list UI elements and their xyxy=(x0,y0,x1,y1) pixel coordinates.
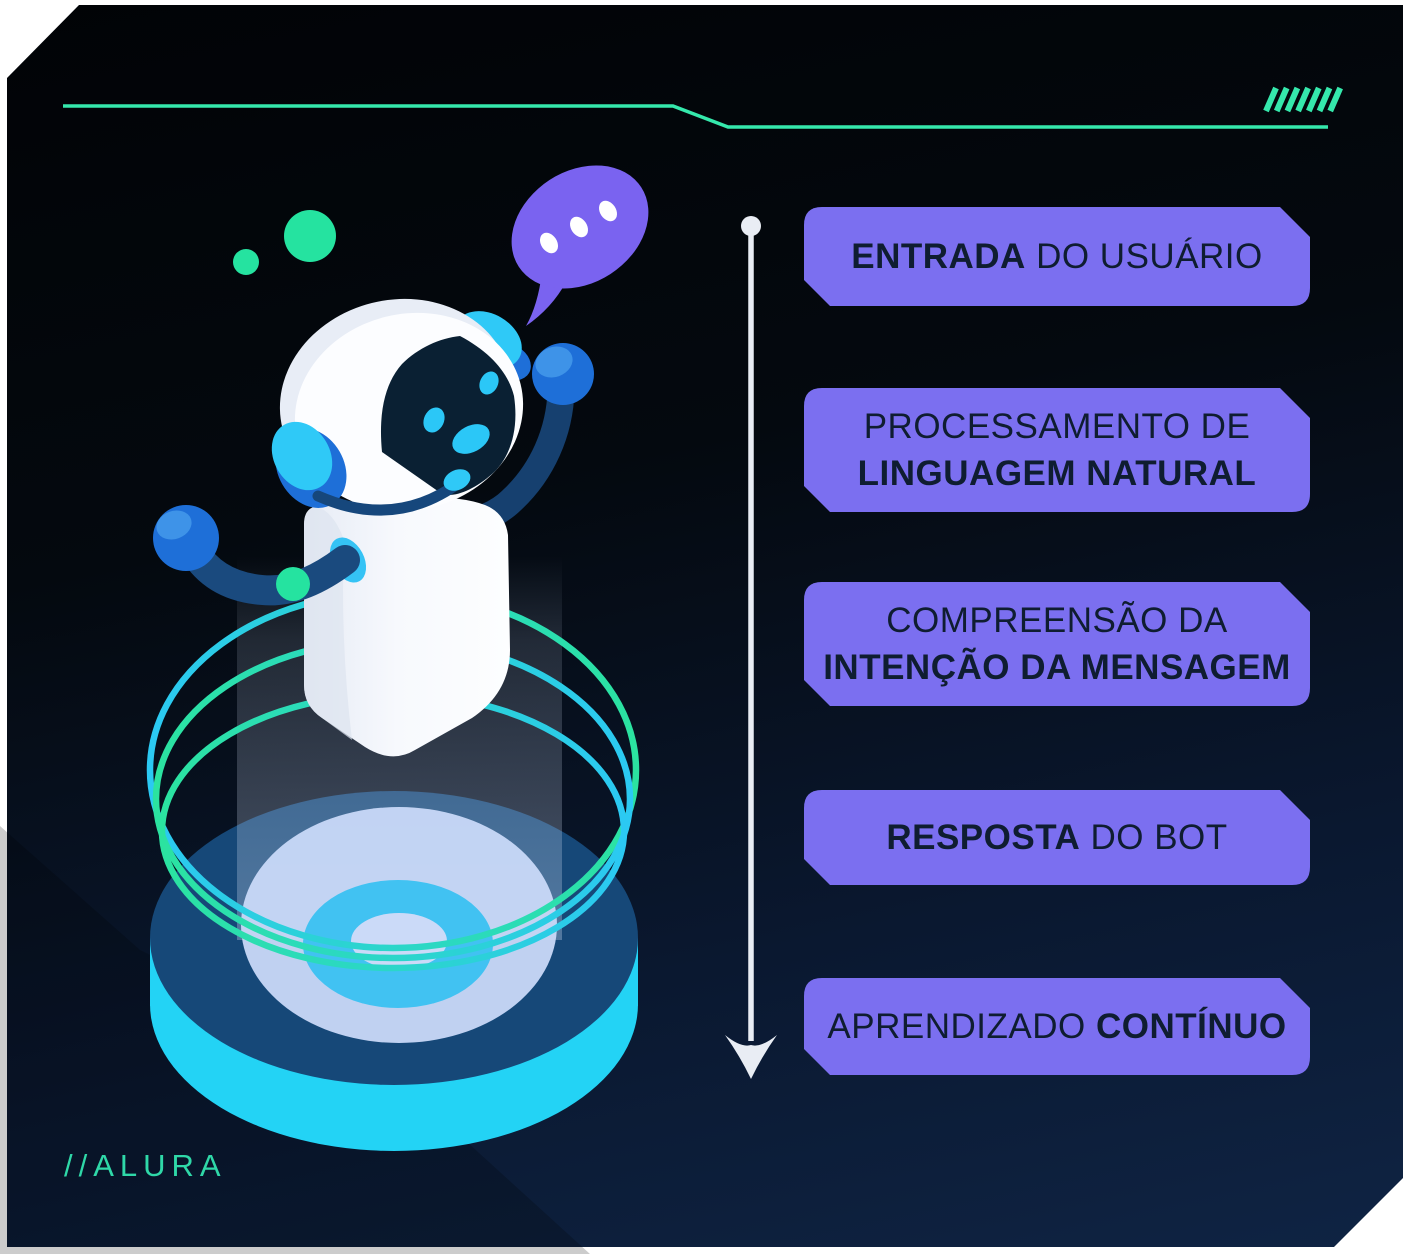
arrow-head-icon xyxy=(725,1035,777,1079)
robot-visor xyxy=(380,336,516,496)
top-accent-line xyxy=(63,104,1328,129)
flow-step-label: RESPOSTA DO BOT xyxy=(886,818,1228,857)
flow-step-entrada: ENTRADA DO USUÁRIO xyxy=(804,207,1310,306)
thought-dots xyxy=(233,210,336,275)
robot-left-arm xyxy=(153,505,367,606)
robot-illustration xyxy=(153,165,649,757)
banner-shape xyxy=(804,582,1310,706)
speech-bubble-icon xyxy=(511,165,649,326)
robot-head xyxy=(279,298,524,512)
banner-shape xyxy=(804,978,1310,1075)
flow-step-aprendizado: APRENDIZADO CONTÍNUO xyxy=(804,978,1310,1075)
arrow-start-dot xyxy=(741,216,761,236)
robot-eyes xyxy=(423,371,499,454)
banner-shape xyxy=(804,790,1310,885)
robot-headset xyxy=(271,421,471,516)
joint-ball-green xyxy=(276,567,310,601)
hazard-slashes xyxy=(1263,86,1343,113)
flow-step-label: APRENDIZADO CONTÍNUO xyxy=(827,1007,1287,1046)
flow-step-label: ENTRADA DO USUÁRIO xyxy=(851,237,1263,276)
banner-shape xyxy=(804,388,1310,512)
flow-step-resposta: RESPOSTA DO BOT xyxy=(804,790,1310,885)
banner-shape xyxy=(804,207,1310,306)
brand-logo: //ALURA xyxy=(64,1148,227,1183)
flow-arrow xyxy=(725,216,777,1079)
robot-mouth xyxy=(452,424,490,454)
robot-mic xyxy=(443,469,471,491)
